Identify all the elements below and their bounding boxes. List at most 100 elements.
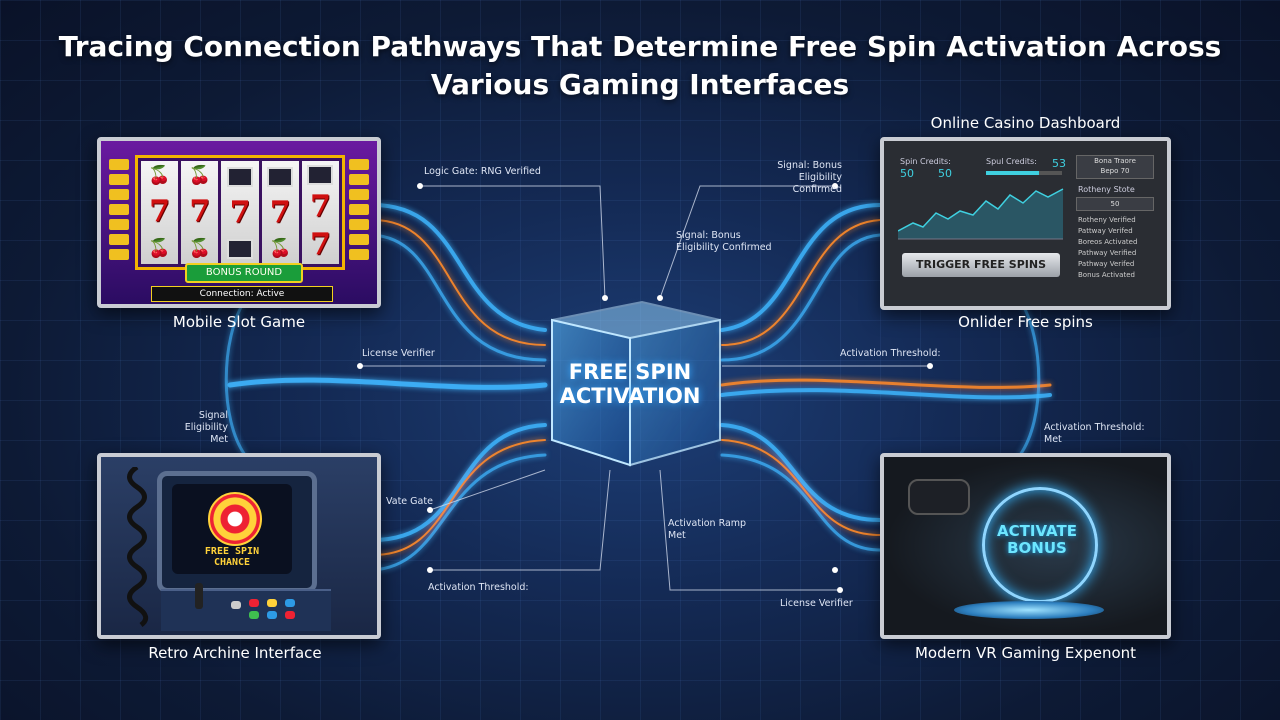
connection-status-bar: Connection: Active — [151, 286, 333, 302]
arcade-button[interactable] — [249, 611, 259, 619]
dashboard-line-chart — [898, 188, 1064, 240]
cherry-icon: 🍒 — [148, 165, 171, 187]
credits-progress-fill — [986, 171, 1040, 175]
wire-left-arc — [224, 298, 247, 457]
annotation-activation-threshold-bottom: Activation Threshold: — [428, 582, 529, 593]
vr-headset-icon — [908, 479, 970, 515]
arcade-button[interactable] — [285, 599, 295, 607]
activate-bonus-button[interactable]: ACTIVATE BONUS — [997, 522, 1077, 557]
leader-activation-bottom — [430, 469, 611, 571]
spin-credits-label: Spin Credits: — [900, 157, 951, 166]
annotation-activation-threshold-right: Activation Threshold: — [840, 348, 941, 359]
hologram-pad — [954, 601, 1104, 619]
leader-license-bottom — [659, 469, 840, 591]
spin-credits-value-2: 50 — [938, 167, 952, 180]
mobile-slot-caption: Mobile Slot Game — [172, 313, 306, 331]
arcade-button[interactable] — [285, 611, 295, 619]
wire-dash-cube-2 — [721, 219, 881, 346]
leader-logic-gate — [420, 185, 606, 299]
annotation-signal-bonus-mid: Signal: Bonus Eligibility Confirmed — [676, 230, 772, 253]
arcade-button[interactable] — [267, 599, 277, 607]
vr-panel: ACTIVATE BONUS — [880, 453, 1171, 639]
wire-retro-cube-1 — [371, 423, 547, 542]
dashboard-mid-right-label: Rotheny Stote — [1078, 185, 1135, 194]
slot-reel: 🍒 7 🍒 — [181, 161, 219, 264]
trigger-free-spins-button[interactable]: TRIGGER FREE SPINS — [902, 253, 1060, 277]
vr-caption: Modern VR Gaming Expenont — [914, 644, 1137, 662]
arcade-control-panel — [161, 583, 331, 631]
crt-monitor: FREE SPIN CHANCE — [157, 471, 317, 593]
seven-icon: 7 — [149, 194, 171, 230]
wire-vr-cube-3 — [720, 453, 882, 552]
spul-credits-label: Spul Credits: — [986, 157, 1037, 166]
prize-wheel-icon — [208, 492, 262, 546]
wire-left-horizontal — [227, 377, 548, 390]
cherry-icon: 🍒 — [269, 238, 292, 260]
seven-icon: 7 — [309, 227, 331, 263]
wire-right-horizontal-2 — [720, 388, 1052, 400]
wire-slot-cube-3 — [371, 233, 547, 362]
seven-icon: 7 — [189, 194, 211, 230]
leader-vate-gate — [429, 469, 546, 511]
wire-slot-cube-1 — [371, 203, 547, 332]
status-item: Boreos Activated — [1078, 238, 1138, 246]
slot-reel: 7 — [221, 161, 259, 264]
retro-arcade-panel: FREE SPIN CHANCE — [97, 453, 381, 639]
bonus-round-button[interactable]: BONUS ROUND — [185, 263, 303, 283]
crt-screen: FREE SPIN CHANCE — [172, 484, 292, 574]
slot-reel: 7🍒 — [261, 161, 299, 264]
annotation-activation-ramp: Activation Ramp Met — [668, 518, 747, 541]
annotation-signal-bonus-top: Signal: Bonus Eligibility Confirmed — [777, 160, 842, 195]
bar-icon — [267, 166, 294, 187]
wire-right-arc — [1018, 298, 1041, 457]
slot-side-lights-right — [349, 159, 369, 269]
retro-caption: Retro Archine Interface — [148, 644, 322, 662]
dashboard-status-list: Rotheny Verified Pattway Verifed Boreos … — [1078, 215, 1137, 281]
seven-icon: 7 — [229, 194, 251, 230]
wire-retro-cube-3 — [371, 453, 547, 572]
status-item: Pathway Verified — [1078, 249, 1137, 257]
slot-side-lights-left — [109, 159, 129, 269]
dashboard-top-right-box: Bona Traore Bepo 70 — [1076, 155, 1154, 179]
activation-cube — [551, 300, 721, 467]
wire-retro-cube-2 — [372, 439, 546, 556]
cherry-icon: 🍒 — [188, 237, 212, 259]
seven-icon: 7 — [309, 189, 331, 225]
arcade-button[interactable] — [249, 599, 259, 607]
seven-icon: 7 — [269, 195, 291, 231]
annotation-vate-gate: Vate Gate — [386, 496, 433, 507]
dashboard-header: Online Casino Dashboard — [930, 114, 1121, 132]
cherry-icon: 🍒 — [148, 237, 171, 259]
center-node-label: FREE SPIN ACTIVATION — [559, 360, 701, 408]
annotation-logic-gate: Logic Gate: RNG Verified — [424, 166, 541, 177]
bar-icon — [307, 164, 334, 185]
slot-reel: 🍒 7 🍒 — [141, 161, 179, 264]
spul-credits-value: 53 — [1052, 157, 1066, 170]
wire-right-horizontal — [720, 378, 1052, 389]
status-item: Bonus Activated — [1078, 271, 1135, 279]
status-item: Pattway Verifed — [1078, 227, 1133, 235]
free-spin-chance-text: FREE SPIN CHANCE — [204, 546, 260, 568]
bar-icon — [227, 238, 253, 259]
wire-slot-cube-2 — [372, 219, 546, 346]
page-title: Tracing Connection Pathways That Determi… — [58, 30, 1222, 101]
wire-vr-cube-2 — [721, 439, 881, 536]
wire-dash-cube-1 — [720, 203, 882, 332]
dashboard-caption: Onlider Free spins — [958, 313, 1093, 331]
credits-progress-track — [986, 171, 1062, 175]
annotation-license-bottom: License Verifier — [780, 598, 853, 609]
dashboard-panel: Spin Credits: 50 50 Spul Credits: 53 Bon… — [880, 137, 1171, 310]
phone-cord-icon — [127, 467, 149, 627]
arcade-button[interactable] — [267, 611, 277, 619]
status-item: Rotheny Verified — [1078, 216, 1136, 224]
joystick-icon[interactable] — [195, 583, 203, 609]
annotation-activation-threshold-right-2: Activation Threshold: Met — [1044, 422, 1145, 445]
leader-signal-top — [659, 185, 835, 299]
cherry-icon: 🍒 — [188, 165, 212, 187]
arcade-button[interactable] — [231, 601, 241, 609]
spin-credits-value: 50 — [900, 167, 914, 180]
